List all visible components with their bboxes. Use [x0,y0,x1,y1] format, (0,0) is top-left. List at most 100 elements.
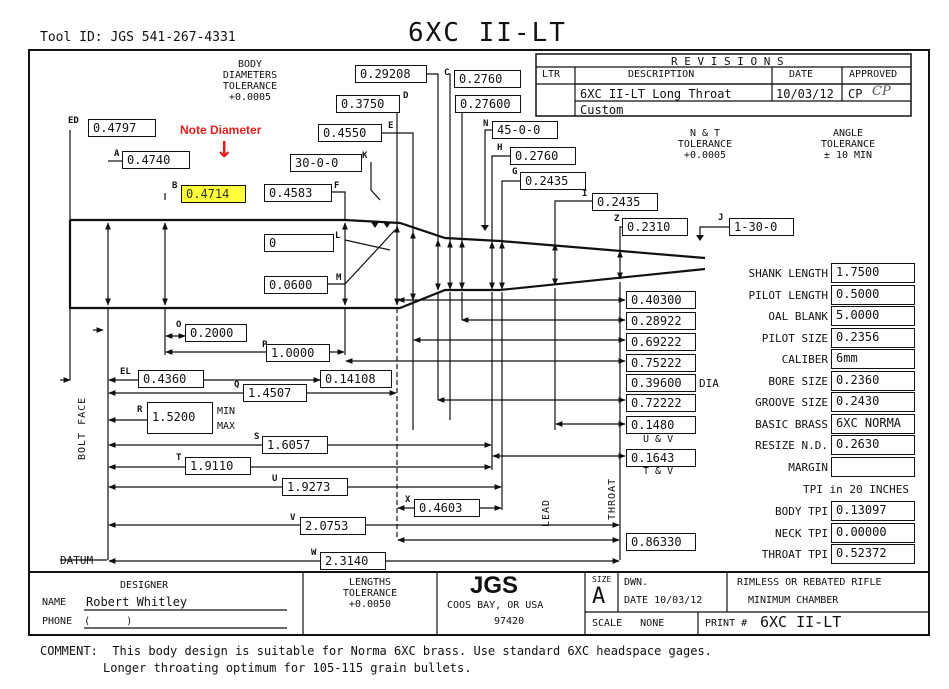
dim-j-box[interactable]: 1-30-0 [729,218,794,236]
dim-d-box[interactable]: 0.3750 [336,95,400,113]
right-value-3[interactable]: 0.69222 [626,333,696,351]
rev-header-approved: APPROVED [849,69,898,80]
dim-letter-r: R [137,405,143,415]
spec-value-margin[interactable] [831,457,915,477]
rev-header-date: DATE [789,69,814,80]
dim-letter-j: J [718,213,724,223]
dim-mid1-box[interactable]: 0.14108 [320,370,392,388]
throat-label: THROAT [607,477,618,520]
dim-h-box[interactable]: 0.2760 [510,147,576,165]
dim-r-box[interactable]: 1.5200 [147,402,213,434]
dim-n-box[interactable]: 45-0-0 [492,121,558,139]
tpi-value-body[interactable]: 0.13097 [831,501,915,521]
revisions-title: R E V I S I O N S [671,55,784,68]
dim-v-box[interactable]: 2.0753 [300,517,366,535]
dim-letter-q: Q [234,380,240,390]
right-value-8[interactable]: 0.1643 [626,449,696,467]
dim-e-box[interactable]: 0.4550 [318,124,382,142]
dim-q-box[interactable]: 1.4507 [243,384,307,402]
name-label: NAME [42,597,67,608]
tpi-label-neck: NECK TPI [775,527,828,540]
spec-value-pilot-size[interactable]: 0.2356 [831,328,915,348]
dim-p-box[interactable]: 1.0000 [266,344,330,362]
dim-el-box[interactable]: 0.4360 [138,370,204,388]
drawing-title: 6XC II-LT [408,18,567,48]
dim-letter-l: L [335,231,341,241]
right-value-2[interactable]: 0.28922 [626,312,696,330]
uv-sublabel: U & V [643,434,674,445]
dim-letter-m: M [336,273,342,283]
dim-o-box[interactable]: 0.2000 [185,324,247,342]
rev-row1-approved: CP [848,87,863,101]
tpi-value-neck[interactable]: 0.00000 [831,523,915,543]
right-value-9[interactable]: 0.86330 [626,533,696,551]
spec-value-resize[interactable]: 0.2630 [831,435,915,455]
dim-t-box[interactable]: 1.9110 [185,457,251,475]
dim-i-box[interactable]: 0.2435 [592,193,658,211]
phone-label: PHONE ( ) [42,616,133,627]
dim-letter-z: Z [614,214,620,224]
dim-w-box[interactable]: 2.3140 [320,552,386,570]
dim-letter-f: F [334,181,340,191]
spec-label-resize: RESIZE N.D. [755,439,828,452]
spec-label-pilot-size: PILOT SIZE [761,332,828,345]
dim-letter-o: O [176,320,182,330]
spec-value-oal[interactable]: 5.0000 [831,306,915,326]
rev-row2-description: Custom [580,103,624,117]
print-number: 6XC II-LT [760,613,842,631]
company-city: COOS BAY, OR USA [447,600,544,611]
rev-header-ltr: LTR [542,69,561,80]
rev-row1-date: 10/03/12 [776,87,834,101]
dim-b-box-highlighted[interactable]: 0.4714 [181,185,246,203]
spec-value-groove[interactable]: 0.2430 [831,392,915,412]
spec-value-bore[interactable]: 0.2360 [831,371,915,391]
dim-z-box[interactable]: 0.2310 [622,218,688,236]
dim-c-box[interactable]: 0.2760 [454,70,521,88]
dim-k-box[interactable]: 30-0-0 [290,154,362,172]
tool-id: Tool ID: JGS 541-267-4331 [40,30,236,45]
dim-g-box[interactable]: 0.2435 [520,172,586,190]
designer-name[interactable]: Robert Whitley [86,595,188,609]
right-value-1[interactable]: 0.40300 [626,291,696,309]
spec-value-pilot-length[interactable]: 0.5000 [831,285,915,305]
tpi-value-throat[interactable]: 0.52372 [831,544,915,564]
dim-top1-box[interactable]: 0.29208 [355,65,427,83]
print-label: PRINT # [705,618,748,629]
dim-letter-g: G [512,167,518,177]
dim-letter-ed: ED [68,116,79,126]
right-value-6[interactable]: 0.72222 [626,394,696,412]
size-label: SIZE [592,575,612,584]
spec-value-brass[interactable]: 6XC NORMA [831,414,915,434]
dim-l-box[interactable]: 0 [264,234,334,252]
dim-letter-h: H [497,143,503,153]
dim-u-box[interactable]: 1.9273 [282,478,348,496]
right-value-4[interactable]: 0.75222 [626,354,696,372]
dim-letter-t: T [176,453,182,463]
min-label: MIN [217,406,236,417]
dim-ed-box[interactable]: 0.4797 [88,119,156,137]
tpi-label-throat: THROAT TPI [761,548,828,561]
dim-s-box[interactable]: 1.6057 [262,436,328,454]
company-zip: 97420 [494,616,525,627]
spec-label-pilot-length: PILOT LENGTH [748,289,828,302]
bolt-face-label: BOLT FACE [77,396,88,460]
dim-f-box[interactable]: 0.4583 [264,184,332,202]
dim-a-box[interactable]: 0.4740 [122,151,190,169]
comment-line1: COMMENT: This body design is suitable fo… [40,644,712,658]
dim-x-box[interactable]: 0.4603 [414,499,480,517]
lengths-tolerance: LENGTHS TOLERANCE +0.0050 [342,577,398,610]
spec-value-caliber[interactable]: 6mm [831,349,915,369]
dim-letter-s: S [254,432,260,442]
dim-letter-d: D [403,91,409,101]
spec-value-shank[interactable]: 1.7500 [831,263,915,283]
dim-top2-box[interactable]: 0.27600 [455,95,521,113]
right-value-7[interactable]: 0.1480 [626,416,696,434]
spec-label-caliber: CALIBER [781,353,828,366]
spec-label-shank: SHANK LENGTH [748,267,828,280]
size-value: A [592,584,606,609]
dim-m-box[interactable]: 0.0600 [264,276,328,294]
initials-signature: CP [872,84,891,99]
right-value-5[interactable]: 0.39600 [626,374,696,392]
spec-label-groove: GROOVE SIZE [755,396,828,409]
description-line1: RIMLESS OR REBATED RIFLE [737,577,882,588]
